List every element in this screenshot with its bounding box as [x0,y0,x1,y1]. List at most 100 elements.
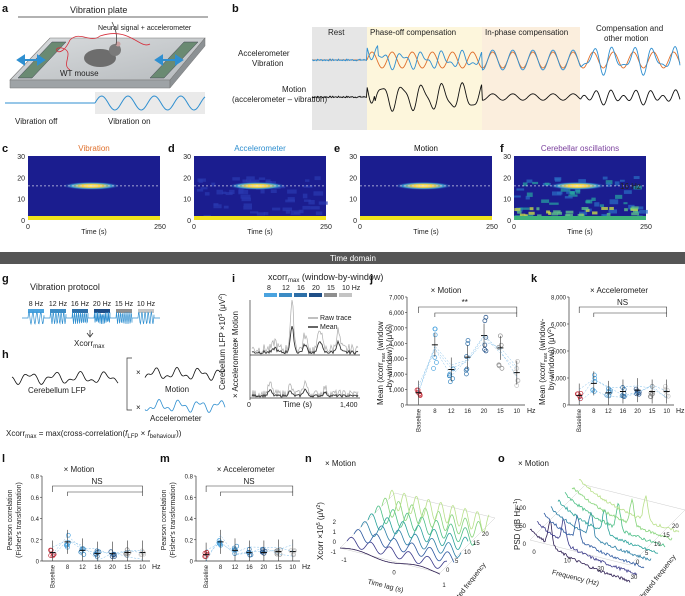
spectral-noise [222,191,227,194]
data-point [434,360,439,365]
y-tick-label: 0 [190,560,194,566]
phase-off-region [367,27,482,130]
panel-h: Cerebellum LFP × × Motion Accelerometer … [6,357,226,440]
low-frequency-power [529,207,534,211]
wt-mouse-label: WT mouse [60,69,99,78]
data-point [482,347,487,352]
z-axis-label: Vibrated frequency [446,561,488,596]
y-tick: 0 [21,218,25,225]
raw-trace-motion [251,299,359,355]
spectral-noise [615,194,623,199]
frequency-trace [339,547,441,575]
x-tick-label: Baseline [204,564,210,588]
hz-unit: Hz [152,564,161,571]
x-tick-label: 10 [513,409,520,415]
legend-swatch [324,293,337,297]
y-tick-label: 0 [523,542,527,548]
low-frequency-power [564,214,570,218]
panel-label-h: h [2,349,9,361]
low-frequency-power [631,207,638,211]
animal-line [579,378,667,401]
data-point [447,379,453,385]
data-point [663,388,668,394]
data-point [464,366,470,372]
spectral-noise [272,207,281,211]
protocol-frequency-label: 20 Hz [93,301,112,308]
protocol-frequency-label: 16 Hz [71,301,90,308]
frequency-trace [578,478,680,533]
significance-label: ** [462,298,468,307]
spectral-noise [556,191,563,195]
low-frequency-power [631,206,639,210]
data-point [592,375,598,381]
x-tick-label: 8 [66,565,70,571]
spectrogram-title: Cerebellar oscillations [541,144,619,153]
data-point [432,326,438,332]
k-y-axis-label: Mean (xcorrmax (window- [538,318,549,405]
x-tick-label: 20 [109,565,116,571]
panel-label-j: j [369,273,373,285]
spectral-noise [285,199,296,203]
spectral-noise [241,197,251,202]
data-point [649,391,655,397]
accelerometer-mini-label: Accelerometer [150,414,202,423]
low-band [514,216,646,220]
data-point [592,372,597,378]
x-tick-label: 16 [94,565,101,571]
time-domain-label: Time domain [330,254,376,263]
legend-label: 8 [267,285,271,292]
x-tick-label: 16 [620,409,627,415]
significance-label: NS [92,477,103,486]
panel-label-l: l [2,453,5,465]
panels-j-k: 01,0002,0003,0004,0005,0006,0007,000Base… [389,286,685,432]
data-point [124,547,130,553]
spectral-noise [594,202,600,207]
y-tick: 0 [507,218,511,225]
low-frequency-power [592,211,598,215]
frequency-trace [564,491,666,548]
xcorr-window-title: xcorrmax (window-by-window) [268,272,383,284]
o-y-axis-label: PSD (dB Hz−1) [513,498,522,550]
panel-label-k: k [531,273,538,285]
data-point [81,552,87,557]
x-tick-1400: 1,400 [340,402,358,409]
y-tick: 30 [349,154,357,161]
vibration-plate-title: Vibration plate [70,5,127,15]
y-tick-label: 8,000 [551,296,567,302]
frequency-trace [367,513,469,551]
rest-label: Rest [328,28,345,37]
box-floor [339,492,496,574]
protocol-bar [116,309,132,313]
spectral-noise [541,199,550,203]
spectral-noise [245,179,252,182]
x-tick-label: 10 [289,565,296,571]
low-frequency-power [536,207,540,211]
panel-label-e: e [334,143,340,155]
o-title: × Motion [518,459,549,468]
x-tick-label: Baseline [577,408,583,432]
spectral-noise [638,206,644,210]
mouse-icon [84,49,116,67]
protocol-bar [50,309,66,313]
protocol-bar [72,309,88,313]
x-tick-label: 16 [246,565,253,571]
raw-trace-accelerometer [251,379,359,399]
z-tick-label: 20 [482,532,489,538]
x-tick: 250 [154,224,166,231]
panel-label-a: a [2,3,9,15]
data-point [665,393,671,399]
frequency-trace [381,497,483,538]
protocol-bar [94,309,110,313]
k-y-axis-label-2: by-window)) (μV2) [547,326,556,390]
z-tick-label: 0 [446,568,450,574]
neural-signal-label: Neural signal + accelerometer [98,25,192,32]
legend-swatch [294,293,307,297]
low-frequency-power [528,211,535,215]
data-point [432,332,438,338]
legend-label: 12 [282,285,290,292]
x-tick-label: 15 [649,409,656,415]
spectral-noise [285,210,290,214]
